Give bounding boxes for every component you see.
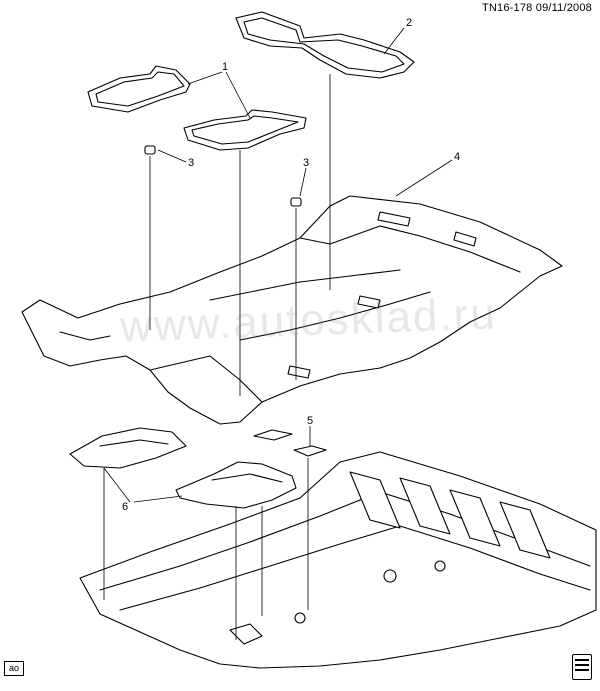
floor-insulator-left (69, 427, 187, 469)
floor-insulator-center (175, 461, 297, 509)
front-floor-mat-right (183, 109, 307, 151)
callout-4: 4 (454, 151, 460, 163)
callout-3-rear: 3 (303, 157, 309, 169)
front-floor-mat-left (87, 65, 191, 113)
icon-line (575, 669, 589, 671)
callout-leaders (103, 27, 453, 503)
icon-line (575, 664, 589, 666)
footer-code: ao (4, 661, 25, 676)
doc-date: 09/11/2008 (535, 2, 592, 14)
service-manual-icon (572, 654, 592, 680)
doc-number: TN16-178 (481, 2, 533, 14)
rear-floor-mat (235, 11, 415, 79)
document-id: TN16-178 09/11/2008 (482, 2, 592, 14)
insulator-pad-lower (293, 445, 327, 457)
mat-retainer-rear (290, 197, 302, 207)
callout-3-front: 3 (188, 157, 194, 169)
floor-carpet (21, 195, 563, 425)
mat-retainer-front (144, 145, 156, 155)
callout-1: 1 (222, 61, 228, 73)
callout-5: 5 (307, 415, 313, 427)
callout-6: 6 (122, 501, 128, 513)
icon-line (575, 659, 589, 661)
callout-2: 2 (406, 17, 412, 29)
insulator-pad-upper (253, 429, 293, 441)
alignment-lines (103, 74, 331, 640)
vehicle-floor-pan (79, 451, 597, 669)
